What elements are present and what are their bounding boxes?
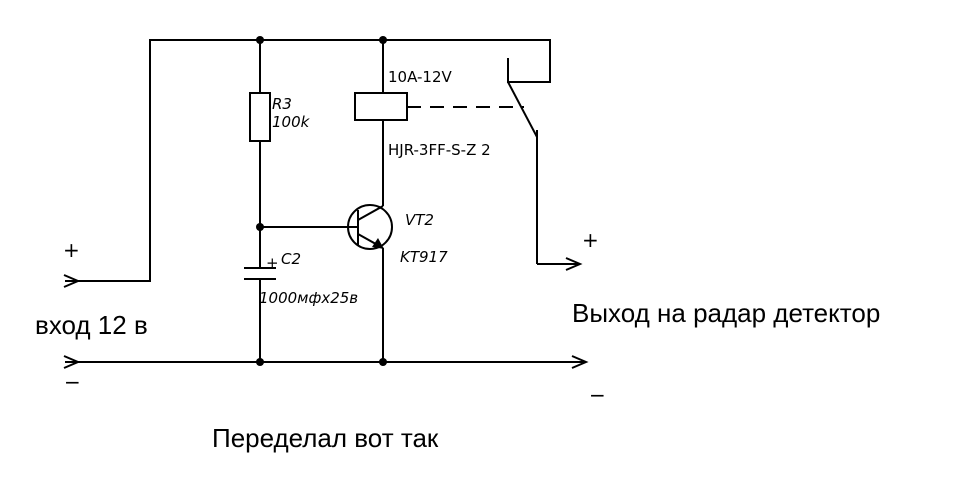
junction-dot <box>256 223 264 231</box>
input-label: вход 12 в <box>35 310 148 340</box>
output-plus-label: + <box>582 228 599 252</box>
c2-name-label: C2 <box>281 250 301 268</box>
transistor-vt2-body <box>347 204 393 250</box>
output-minus-label: − <box>589 383 606 407</box>
input-minus-arrowhead <box>63 355 81 369</box>
c2-plus-label: + <box>266 254 279 272</box>
relay-coil <box>354 92 408 121</box>
input-plus-label: + <box>63 238 80 262</box>
vt2-name-label: VT2 <box>405 211 434 229</box>
junction-dot <box>379 36 387 44</box>
bottom-rail-arrowhead <box>571 355 589 369</box>
input-minus-label: − <box>64 370 81 394</box>
wire-top-rail <box>65 39 551 282</box>
junction-dot <box>256 358 264 366</box>
input-plus-arrowhead <box>63 274 81 288</box>
vt2-model-label: KT917 <box>400 248 448 266</box>
resistor-r3 <box>249 92 271 142</box>
output-plus-arrowhead <box>565 257 583 271</box>
output-label: Выход на радар детектор <box>572 298 880 328</box>
relay-switch-blade <box>507 81 538 138</box>
r3-value-label: 100k <box>272 113 311 131</box>
junction-dot <box>379 358 387 366</box>
r3-name-label: R3 <box>272 95 292 113</box>
c2-value-label: 1000мфх25в <box>259 289 358 307</box>
transistor-vt2-collector-leg <box>357 205 384 221</box>
transistor-vt2-emitter-arrow <box>372 238 384 249</box>
relay-rating-label: 10A-12V <box>388 68 453 86</box>
junction-dot <box>256 36 264 44</box>
relay-model-label: HJR-3FF-S-Z 2 <box>388 141 491 159</box>
caption: Переделал вот так <box>212 423 439 453</box>
